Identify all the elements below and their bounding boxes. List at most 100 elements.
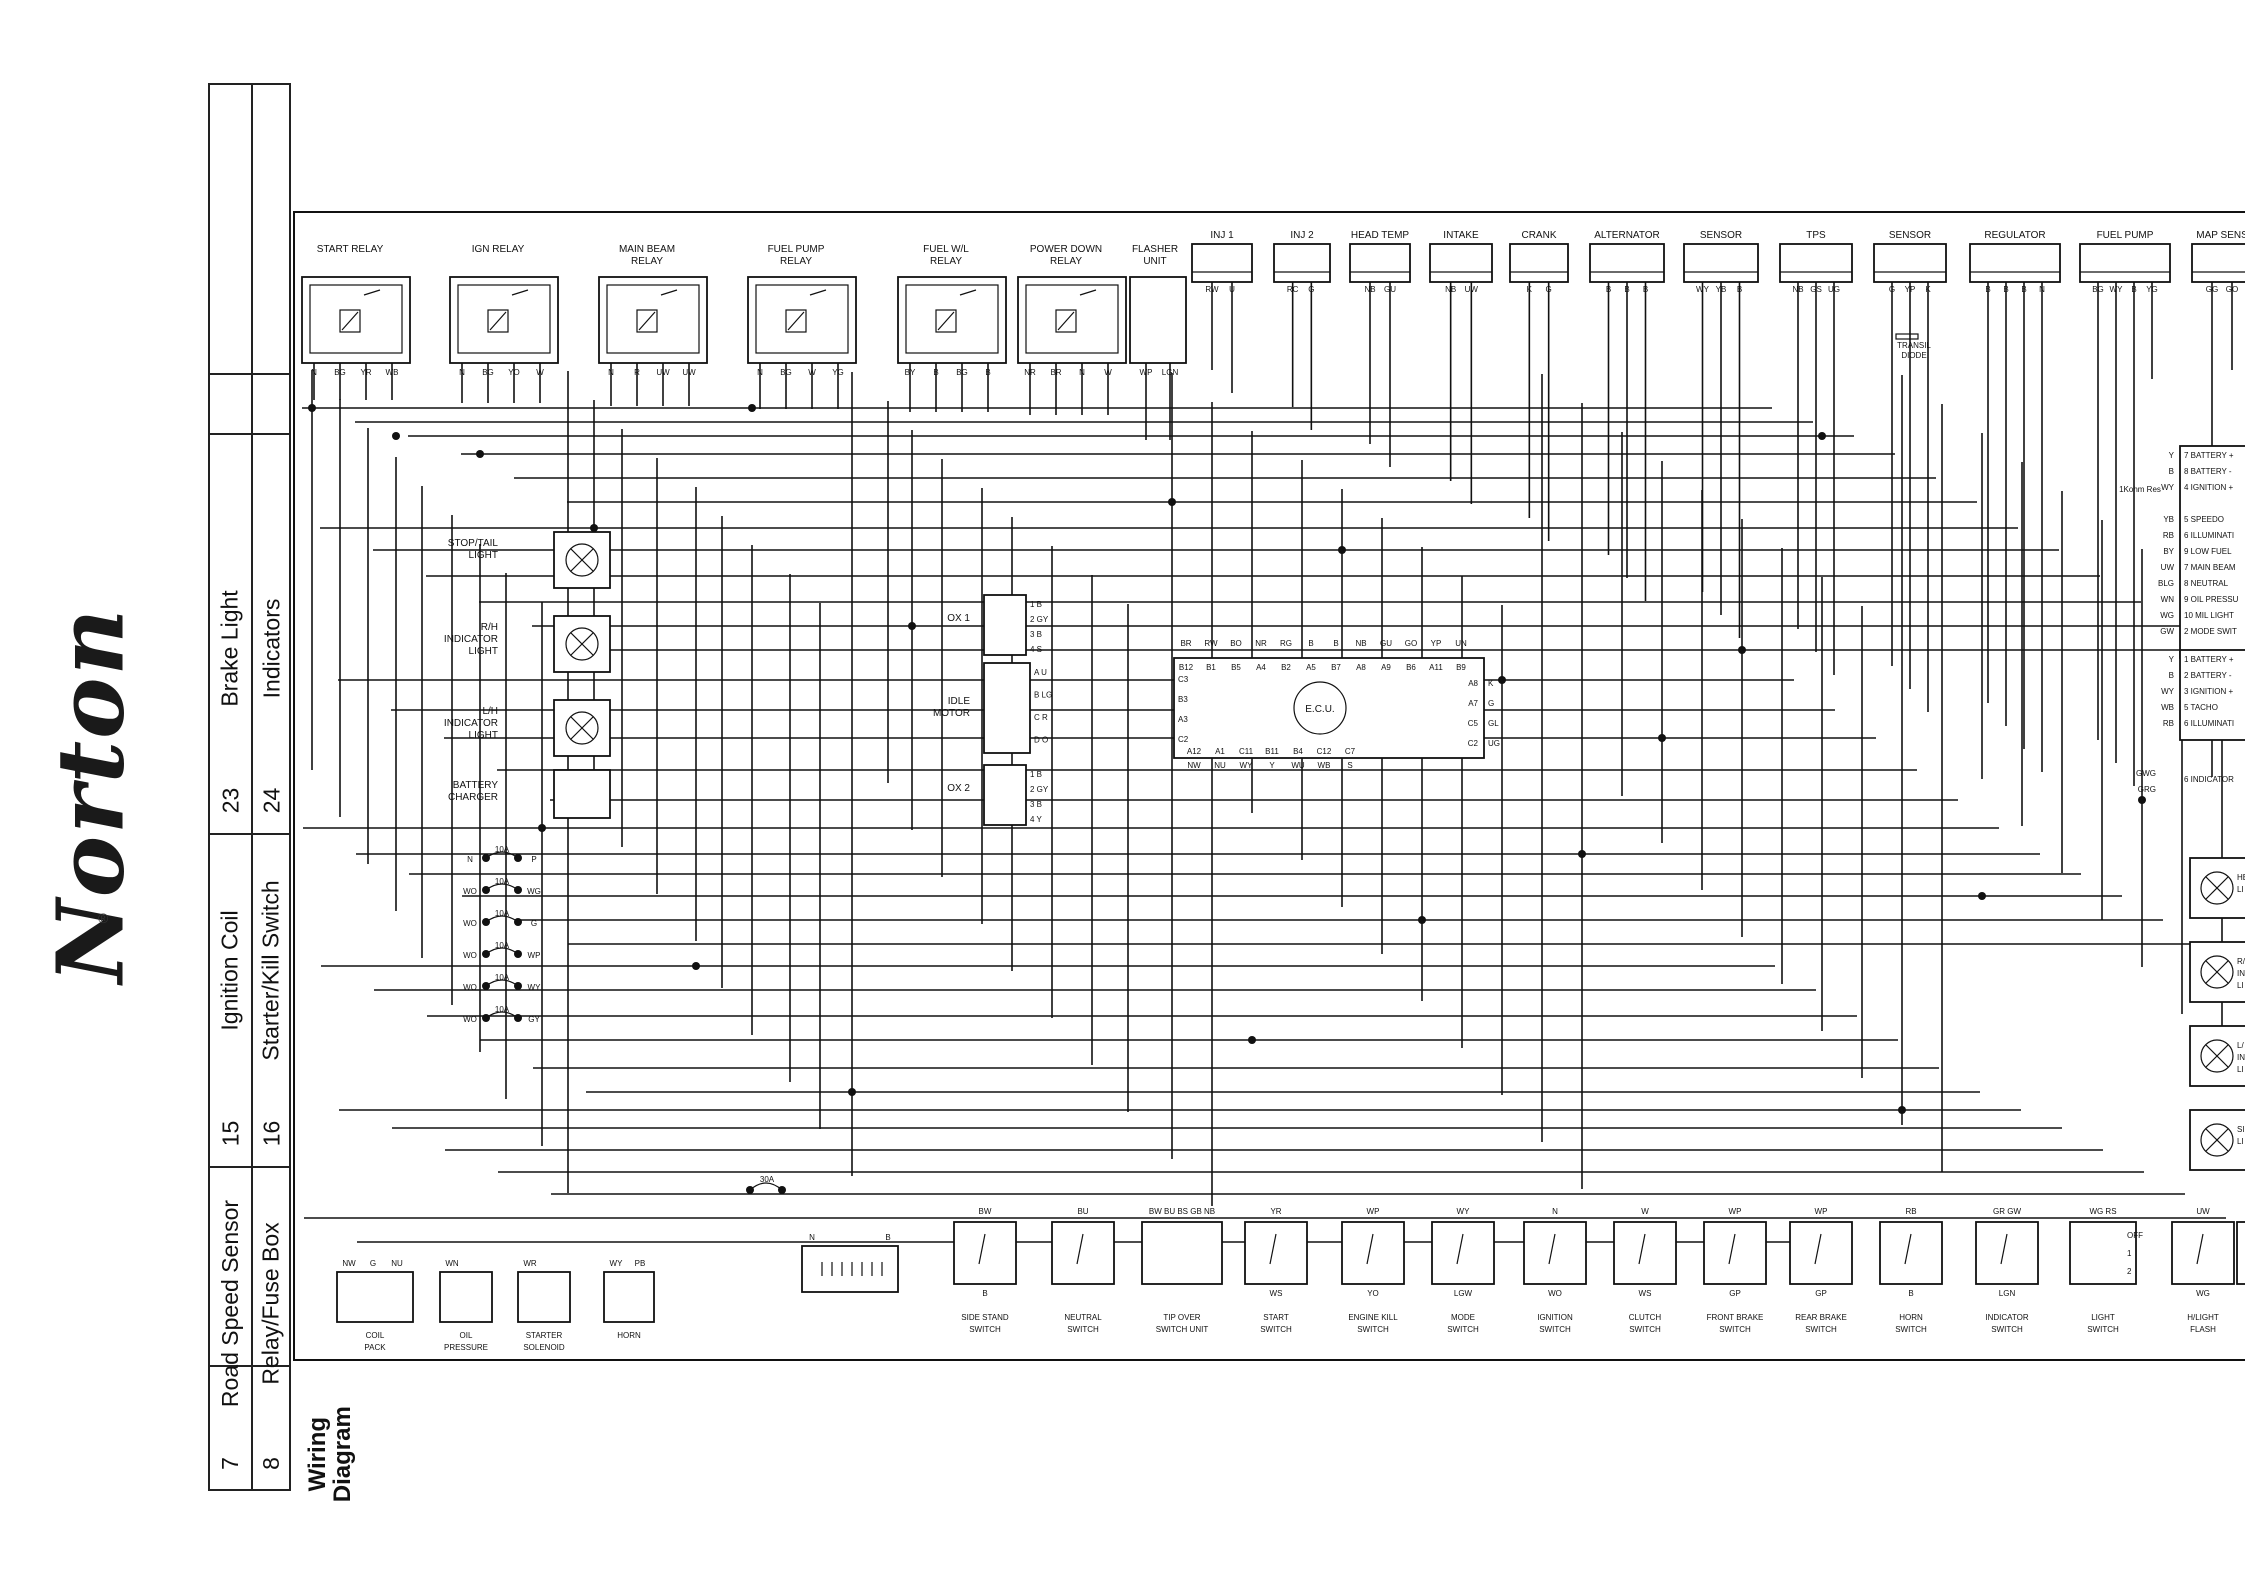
fuse-wire-out: WG bbox=[527, 887, 541, 896]
main-fuse-symbol bbox=[749, 1182, 783, 1191]
switch-top-wire: BW bbox=[979, 1207, 992, 1216]
relay-coil-diag bbox=[1057, 311, 1075, 331]
dash-upper-pin: 8 NEUTRAL bbox=[2184, 579, 2229, 588]
relay-pin-wire: W bbox=[536, 368, 544, 377]
battery-box bbox=[801, 1245, 899, 1293]
ecu-box bbox=[1173, 657, 1485, 759]
connector-pin: G bbox=[1308, 285, 1314, 294]
ecu-top-wire: YP bbox=[1431, 639, 1442, 648]
dash-upper-wire: RB bbox=[2163, 531, 2174, 540]
fuse-wire-in: WO bbox=[463, 919, 477, 928]
switch-box bbox=[2236, 1221, 2245, 1285]
dash-indicator-wire: GWG bbox=[2136, 769, 2156, 778]
switch-top-wire: RB bbox=[1905, 1207, 1916, 1216]
transil-label: DIODE bbox=[1901, 351, 1926, 360]
switch-bottom-wire: GP bbox=[1815, 1289, 1827, 1298]
lamp-cross bbox=[570, 632, 594, 656]
connector-box bbox=[1873, 243, 1947, 283]
ecu-bottom-pin: B4 bbox=[1293, 747, 1303, 756]
ecu-top-wire: GU bbox=[1380, 639, 1392, 648]
ecu-top-wire: RW bbox=[1204, 639, 1218, 648]
junction-dot bbox=[1578, 850, 1586, 858]
ecu-top-pin: B5 bbox=[1231, 663, 1241, 672]
relay-coil-diag bbox=[937, 311, 955, 331]
relay-inner bbox=[309, 284, 403, 354]
flasher-pin: LGN bbox=[1162, 368, 1179, 377]
relay-coil bbox=[339, 309, 361, 333]
dash-upper-pin: 9 LOW FUEL bbox=[2184, 547, 2232, 556]
bottom-component-label: OIL bbox=[460, 1331, 473, 1340]
switch-contact bbox=[1728, 1233, 1736, 1265]
switch-top-wire: BW BU BS GB NB bbox=[1149, 1207, 1215, 1216]
connector-pin: B bbox=[2003, 285, 2008, 294]
light-switch-position: 1 bbox=[2127, 1249, 2132, 1258]
switch-label: SWITCH bbox=[1805, 1325, 1837, 1334]
switch-label: SWITCH bbox=[1895, 1325, 1927, 1334]
relay-inner bbox=[1025, 284, 1119, 354]
connector-box bbox=[2191, 243, 2245, 283]
ecu-bottom-wire: NU bbox=[1214, 761, 1226, 770]
index-cell-8: 8 bbox=[257, 1456, 284, 1470]
switch-label: H/LIGHT bbox=[2187, 1313, 2219, 1322]
lamp-box bbox=[553, 699, 611, 757]
connector-pin: YP bbox=[1905, 285, 1916, 294]
fuse-symbol bbox=[485, 979, 519, 987]
dash-indicator-wire: GRG bbox=[2138, 785, 2156, 794]
dash-upper-wire: BY bbox=[2163, 547, 2174, 556]
bottom-component-label: STARTER bbox=[526, 1331, 563, 1340]
ecu-top-wire: UN bbox=[1455, 639, 1467, 648]
idle-motor-pin: B LG bbox=[1034, 691, 1052, 700]
fuse-symbol bbox=[485, 883, 519, 891]
relay-pin-wire: B bbox=[933, 368, 938, 377]
dash-upper-wire: WN bbox=[2161, 595, 2175, 604]
junction-dot bbox=[476, 450, 484, 458]
ox2-sensor-pin: 2 GY bbox=[1030, 785, 1049, 794]
connector-pin: N bbox=[2039, 285, 2045, 294]
bottom-component-wire: NW bbox=[342, 1259, 356, 1268]
relay-inner bbox=[905, 284, 999, 354]
right-lamp-label: LI bbox=[2237, 981, 2244, 990]
junction-dot bbox=[908, 622, 916, 630]
relay-coil-diag bbox=[787, 311, 805, 331]
ecu-right-wire: UG bbox=[1488, 739, 1500, 748]
fuse-symbol bbox=[485, 915, 519, 923]
right-lamp-icon bbox=[2200, 1123, 2234, 1157]
index-cell-relay-fuse: Relay/Fuse Box bbox=[258, 1221, 285, 1385]
connector-pin: WY bbox=[2110, 285, 2124, 294]
relay-label: MAIN BEAM bbox=[619, 244, 675, 255]
switch-top-wire: W bbox=[1641, 1207, 1649, 1216]
bottom-component-label: PACK bbox=[364, 1343, 386, 1352]
relay-label: RELAY bbox=[631, 256, 663, 267]
dash-lower-wire: RB bbox=[2163, 719, 2174, 728]
relay-coil-diag bbox=[638, 311, 656, 331]
connector-pin: NB bbox=[1792, 285, 1803, 294]
relay-label: POWER DOWN bbox=[1030, 244, 1102, 255]
relay-pin-wire: BY bbox=[905, 368, 916, 377]
dash-upper-pin: 8 BATTERY - bbox=[2184, 467, 2232, 476]
bottom-component-label: HORN bbox=[617, 1331, 641, 1340]
switch-contact bbox=[2000, 1233, 2008, 1265]
relay-pin-wire: B bbox=[985, 368, 990, 377]
relay-coil-diag bbox=[341, 311, 359, 331]
relay-label: IGN RELAY bbox=[472, 244, 525, 255]
connector-pin: UW bbox=[1465, 285, 1479, 294]
switch-top-wire: BU bbox=[1077, 1207, 1088, 1216]
dash-upper-pin: 6 ILLUMINATI bbox=[2184, 531, 2234, 540]
connector-box bbox=[1191, 243, 1253, 283]
switch-label: REAR BRAKE bbox=[1795, 1313, 1847, 1322]
connector-pin: G bbox=[1889, 285, 1895, 294]
connector-pin: K bbox=[1527, 285, 1533, 294]
idle-motor-pin: A U bbox=[1034, 668, 1047, 677]
ox1-sensor-box bbox=[983, 594, 1027, 656]
logo-wordmark: Norton bbox=[36, 606, 144, 984]
ecu-top-pin: A11 bbox=[1429, 663, 1443, 672]
fuse-rating: 10A bbox=[495, 909, 510, 918]
bottom-component-wire: G bbox=[370, 1259, 376, 1268]
switch-contact bbox=[1269, 1233, 1277, 1265]
idle-motor-label: IDLE bbox=[948, 696, 971, 707]
junction-dot bbox=[538, 824, 546, 832]
fuse-symbol bbox=[485, 1011, 519, 1019]
dash-upper-pin: 7 BATTERY + bbox=[2184, 451, 2234, 460]
